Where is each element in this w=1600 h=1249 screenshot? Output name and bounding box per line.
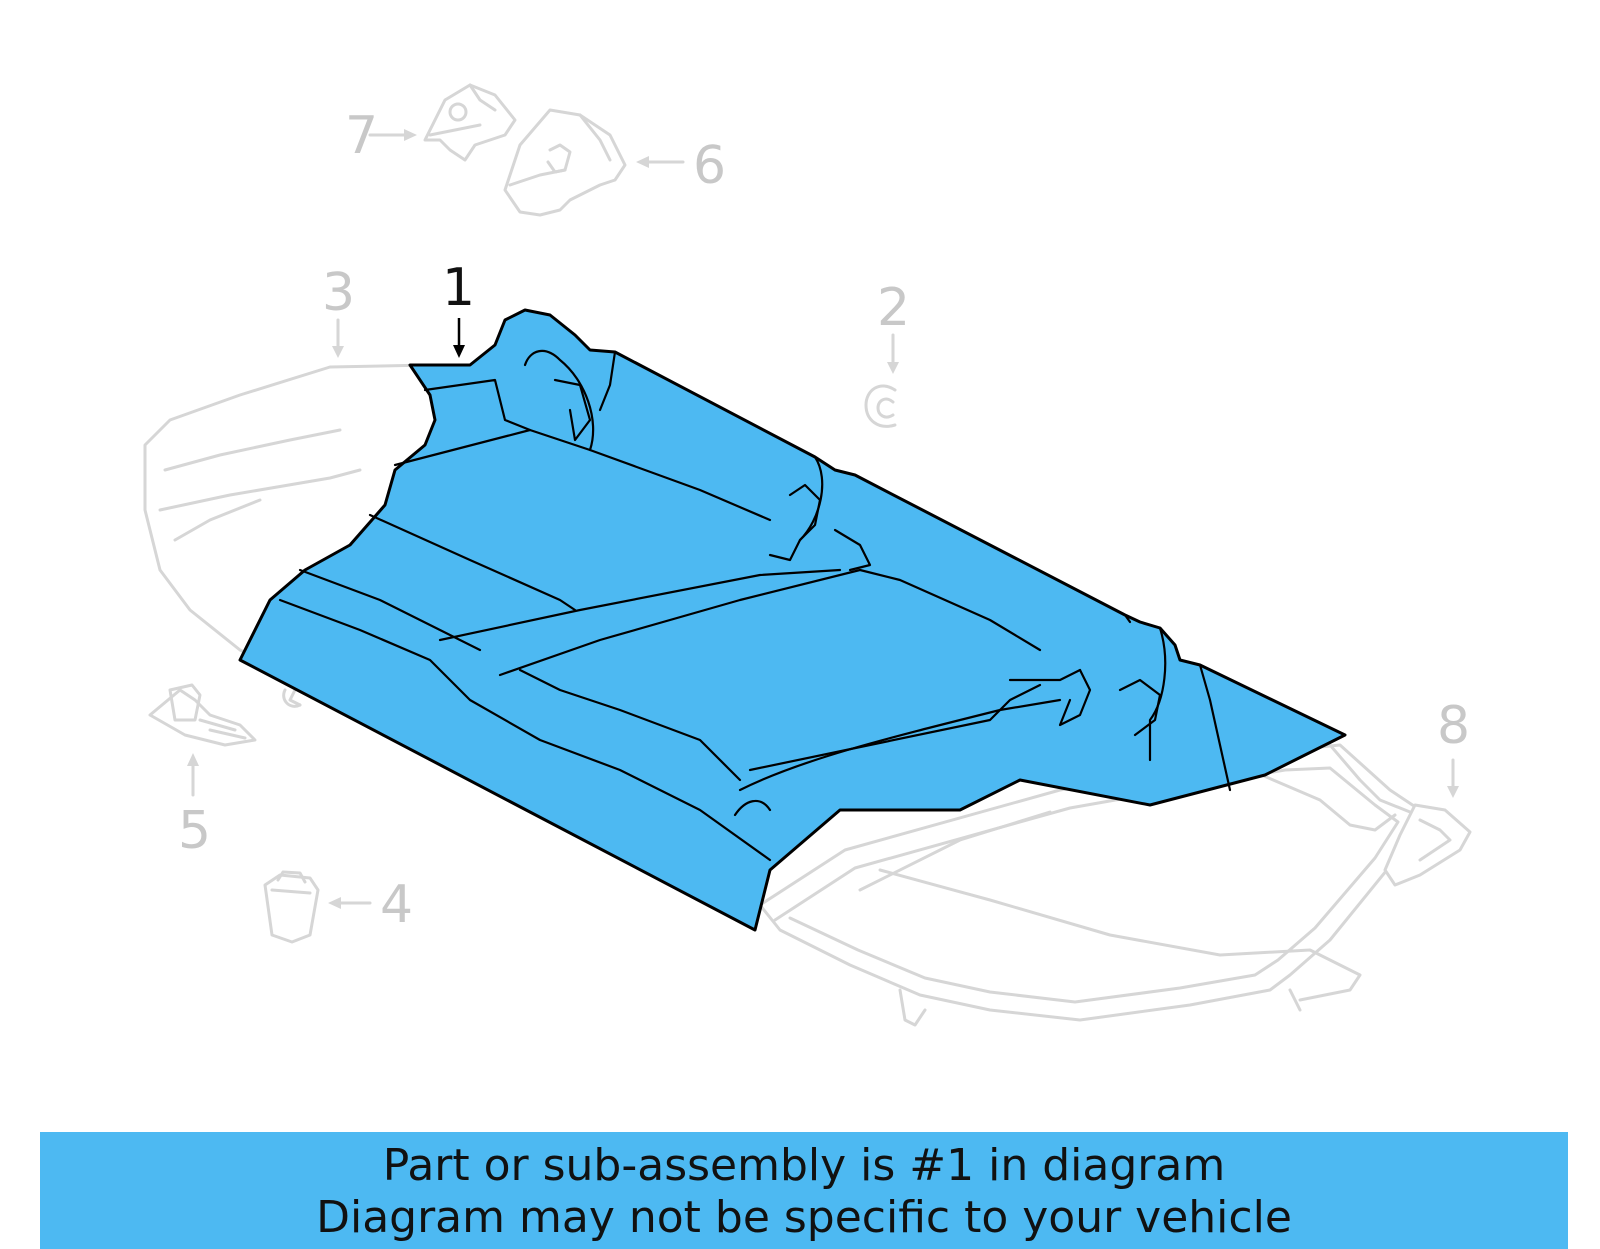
part-4-retainer-ghost (263, 870, 320, 944)
callout-7-label: 7 (345, 106, 378, 166)
seat-cushion-fill (238, 308, 1347, 932)
part-2-clip-ghost (864, 384, 897, 428)
callout-6-label: 6 (693, 136, 726, 196)
callout-8-label: 8 (1437, 696, 1470, 756)
callout-3-label: 3 (322, 263, 355, 323)
part-6-cover-ghost (503, 108, 627, 217)
part-5-bracket-ghost (148, 683, 257, 747)
banner-line-part-note: Part or sub-assembly is #1 in diagram (382, 1140, 1226, 1191)
part-7-cover-ghost (423, 83, 517, 162)
callout-4-label: 4 (380, 875, 413, 935)
info-banner: Part or sub-assembly is #1 in diagram Di… (40, 1132, 1568, 1249)
banner-line-disclaimer: Diagram may not be specific to your vehi… (316, 1192, 1292, 1243)
callout-2-label: 2 (877, 278, 910, 338)
leader-arrows (187, 129, 1459, 909)
callout-1-label[interactable]: 1 (442, 258, 475, 318)
highlighted-seat-cushion[interactable] (238, 308, 1347, 932)
callout-5-label: 5 (178, 801, 211, 861)
